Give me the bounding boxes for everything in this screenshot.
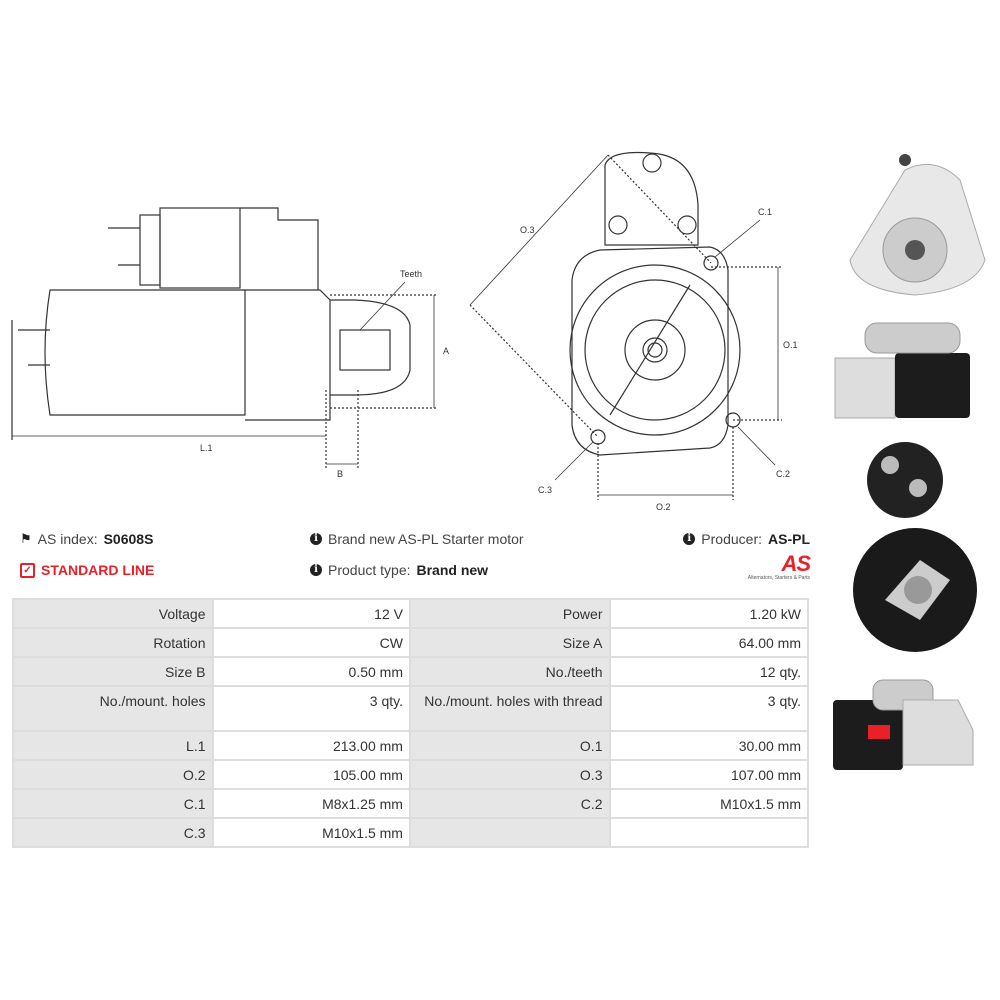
- info-icon: i: [683, 533, 696, 545]
- spec-value: 213.00 mm: [211, 730, 411, 761]
- front-view-drawing: O.3 C.1 O.1 C.2 C.3 O.2: [469, 151, 798, 512]
- spec-value: 64.00 mm: [608, 627, 809, 658]
- description: i Brand new AS-PL Starter motor: [310, 531, 524, 547]
- spec-value: 12 qty.: [608, 656, 809, 687]
- product-photo-front: [849, 154, 986, 296]
- logo-tagline: Alternators, Starters & Parts: [747, 575, 810, 581]
- description-text: Brand new AS-PL Starter motor: [328, 531, 524, 547]
- c2-label: C.2: [776, 469, 790, 479]
- o1-label: O.1: [783, 340, 798, 350]
- product-photo-rear: [853, 442, 977, 652]
- spec-value: 0.50 mm: [211, 656, 411, 687]
- spec-label: No./mount. holes with thread: [408, 685, 611, 732]
- standard-line-badge: ✓ STANDARD LINE: [20, 562, 154, 578]
- producer-value: AS-PL: [768, 531, 810, 547]
- tags-icon: ⚑: [20, 531, 32, 546]
- o2-label: O.2: [656, 502, 671, 512]
- spec-label: Size B: [12, 656, 214, 687]
- as-index: ⚑ AS index: S0608S: [20, 531, 153, 547]
- as-pl-logo: AS Alternators, Starters & Parts: [730, 551, 811, 582]
- spec-label: C.1: [12, 788, 214, 819]
- spec-label: C.3: [12, 817, 214, 848]
- spec-value: M8x1.25 mm: [211, 788, 411, 819]
- as-index-value: S0608S: [103, 531, 154, 547]
- logo-text: AS: [781, 551, 811, 576]
- spec-label: O.3: [408, 759, 611, 790]
- spec-label: C.2: [408, 788, 611, 819]
- spec-value: [608, 817, 809, 848]
- teeth-label: Teeth: [400, 269, 422, 279]
- spec-value: 12 V: [211, 598, 411, 629]
- spec-label: Voltage: [12, 598, 214, 629]
- checkbox-icon: ✓: [20, 562, 35, 578]
- c1-label: C.1: [758, 207, 772, 217]
- spec-label: O.2: [12, 759, 214, 790]
- spec-label: No./mount. holes: [12, 685, 214, 732]
- product-photo-side: [834, 322, 970, 419]
- c3-label: C.3: [538, 485, 552, 495]
- producer-label: Producer:: [701, 531, 762, 547]
- spec-value: M10x1.5 mm: [608, 788, 809, 819]
- spec-value: 3 qty.: [211, 685, 411, 732]
- as-index-label: AS index:: [37, 531, 98, 547]
- o3-label: O.3: [520, 225, 535, 235]
- spec-value: 1.20 kW: [608, 598, 809, 629]
- b-label: B: [337, 469, 343, 479]
- a-label: A: [443, 346, 449, 356]
- spec-value: 30.00 mm: [608, 730, 809, 761]
- side-view-drawing: Teeth A B L.1: [11, 207, 449, 479]
- spec-value: 107.00 mm: [608, 759, 809, 790]
- spec-label: [408, 817, 611, 848]
- spec-label: No./teeth: [408, 656, 611, 687]
- spec-label: O.1: [408, 730, 611, 761]
- product-type: i Product type: Brand new: [310, 562, 488, 578]
- product-type-value: Brand new: [416, 562, 489, 578]
- producer: i Producer: AS-PL: [683, 531, 810, 547]
- info-icon: i: [310, 564, 322, 576]
- spec-label: L.1: [12, 730, 214, 761]
- spec-value: CW: [211, 627, 411, 658]
- spec-label: Power: [408, 598, 611, 629]
- spec-label: Rotation: [12, 627, 214, 658]
- standard-line-label: STANDARD LINE: [41, 562, 155, 578]
- spec-value: M10x1.5 mm: [211, 817, 411, 848]
- spec-label: Size A: [408, 627, 611, 658]
- info-icon: i: [310, 533, 322, 545]
- product-type-label: Product type:: [328, 562, 411, 578]
- spec-value: 3 qty.: [608, 685, 809, 732]
- l1-label: L.1: [200, 443, 213, 453]
- product-photo-bottom: [833, 679, 974, 770]
- spec-value: 105.00 mm: [211, 759, 411, 790]
